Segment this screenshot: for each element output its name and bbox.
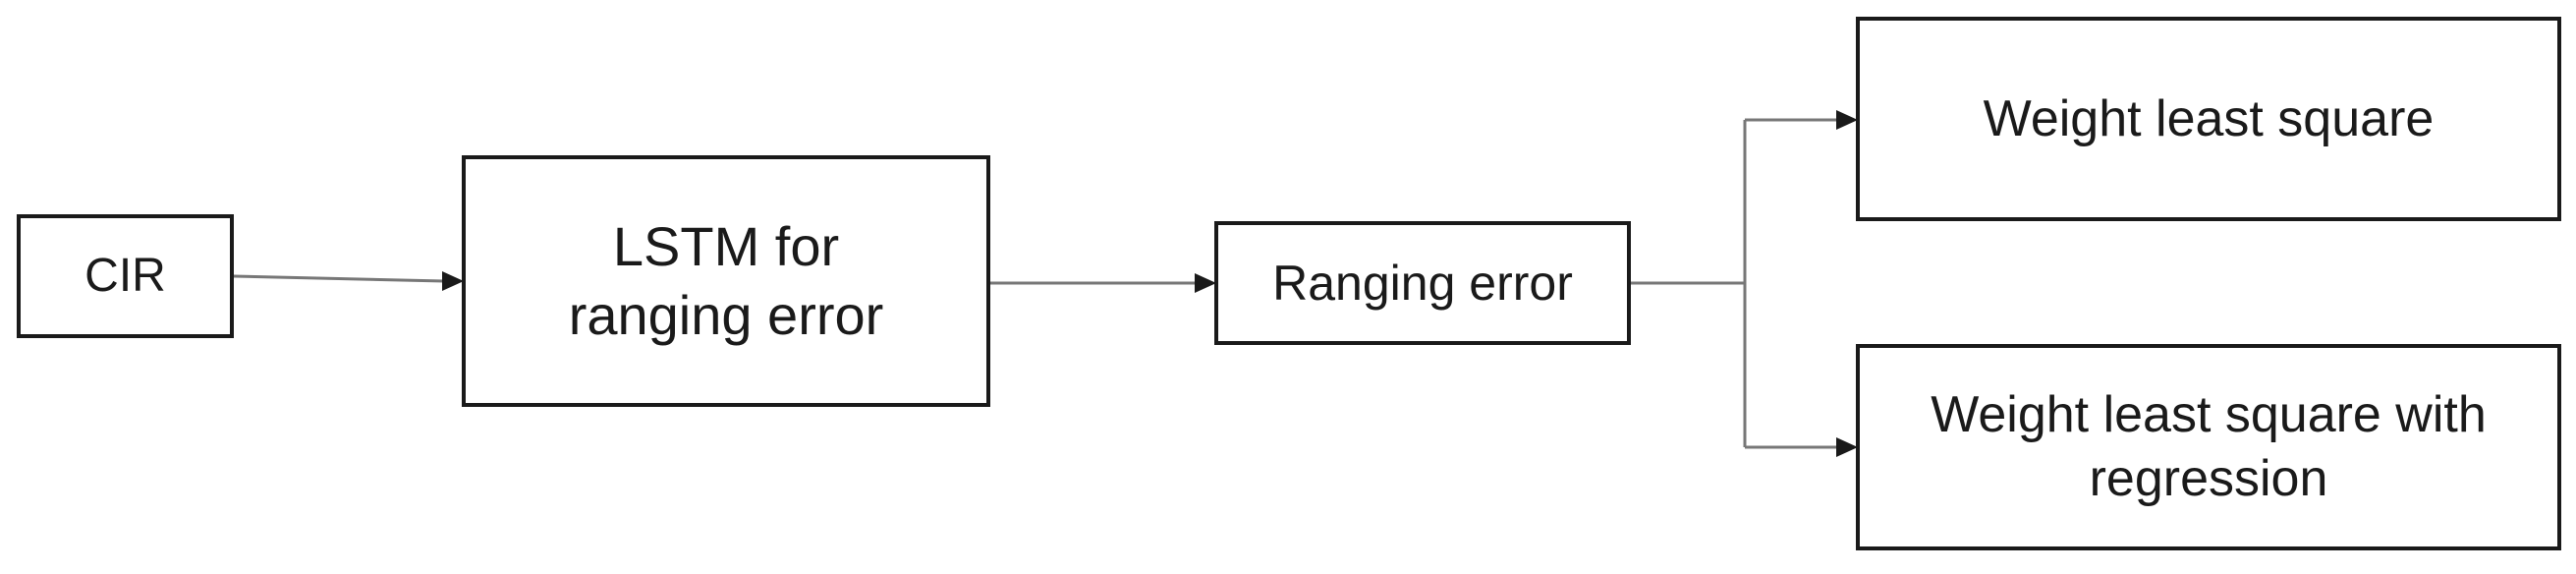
edge-to-weight-least-square-regression [1745,437,1858,457]
lstm-label-line-2: ranging error [568,284,884,346]
weight-least-square-regression-node: Weight least square with regression [1856,344,2561,550]
ranging-error-node: Ranging error [1214,221,1631,345]
weight-least-square-node: Weight least square [1856,17,2561,221]
cir-label: CIR [84,250,166,302]
edge-cir-to-lstm [233,271,464,291]
edge-ranging-error-split [1631,120,1747,447]
weight-least-square-label: Weight least square [1983,89,2435,147]
ranging-error-label: Ranging error [1272,255,1573,311]
lstm-label-line-1: LSTM for [612,215,840,277]
weight-least-square-regression-label-line-1: Weight least square with [1931,386,2487,443]
lstm-node: LSTM for ranging error [462,155,990,407]
edge-lstm-to-ranging-error [990,273,1216,293]
edge-to-weight-least-square [1745,110,1858,130]
cir-node: CIR [17,214,234,338]
weight-least-square-regression-label-line-2: regression [2089,450,2328,507]
